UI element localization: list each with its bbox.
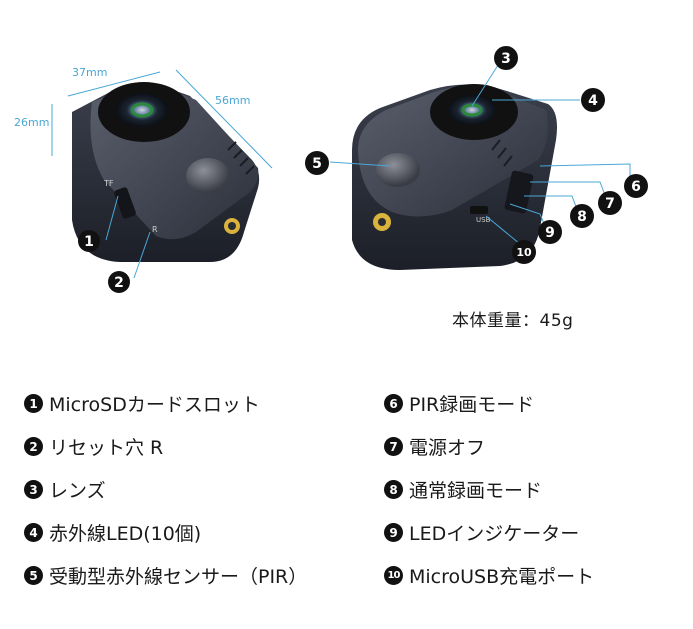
legend-item: 1 MicroSDカードスロット (24, 382, 307, 425)
callout-2 (108, 271, 130, 293)
pir-sensor (186, 158, 230, 194)
svg-text:5: 5 (312, 156, 322, 172)
legend-item: 3 レンズ (24, 468, 307, 511)
legend-item: 8 通常録画モード (384, 468, 594, 511)
lens (116, 93, 168, 127)
callout-3 (494, 46, 518, 70)
usb-port (470, 206, 488, 214)
callout-5 (305, 151, 329, 175)
callout-10 (512, 240, 536, 264)
legend-right: 6 PIR録画モード 7 電源オフ 8 通常録画モード 9 LEDインジケーター… (384, 382, 594, 597)
camera-front-view: 37mm 56mm 26mm TF R 1 2 (14, 66, 273, 293)
number-badge: 8 (384, 480, 403, 499)
svg-text:8: 8 (577, 209, 587, 225)
lens-ring (130, 102, 154, 118)
number-badge: 3 (24, 480, 43, 499)
legend-item: 10 MicroUSB充電ポート (384, 554, 594, 597)
tf-slot (114, 187, 136, 219)
legend-left: 1 MicroSDカードスロット 2 リセット穴 R 3 レンズ 4 赤外線LE… (24, 382, 307, 597)
legend-item: 4 赤外線LED(10個) (24, 511, 307, 554)
r-label: R (152, 225, 158, 234)
usb-label: USB (476, 216, 491, 224)
number-badge: 2 (24, 437, 43, 456)
callout-8 (570, 204, 594, 228)
legend-label: 赤外線LED(10個) (49, 523, 202, 545)
legend-label: LEDインジケーター (409, 523, 580, 545)
number-badge: 4 (24, 523, 43, 542)
svg-text:10: 10 (516, 246, 532, 259)
product-illustration: 37mm 56mm 26mm TF R 1 2 (14, 46, 648, 293)
number-badge: 10 (384, 566, 403, 585)
legend-item: 6 PIR録画モード (384, 382, 594, 425)
callout-6 (624, 174, 648, 198)
legend-item: 7 電源オフ (384, 425, 594, 468)
number-badge: 5 (24, 566, 43, 585)
tf-label: TF (103, 179, 114, 188)
legend-item: 9 LEDインジケーター (384, 511, 594, 554)
svg-text:3: 3 (501, 51, 511, 67)
number-badge: 7 (384, 437, 403, 456)
callout-9 (538, 220, 562, 244)
legend-label: MicroUSB充電ポート (409, 566, 595, 588)
lens-2 (448, 95, 496, 125)
number-badge: 9 (384, 523, 403, 542)
legend-item: 2 リセット穴 R (24, 425, 307, 468)
legend-item: 5 受動型赤外線センサー（PIR） (24, 554, 307, 597)
number-badge: 1 (24, 394, 43, 413)
mode-switch (504, 170, 534, 214)
callout-1 (78, 230, 100, 252)
legend-label: 受動型赤外線センサー（PIR） (49, 566, 308, 588)
height-dimension-label: 26mm (14, 116, 49, 129)
width-dimension-line (67, 71, 161, 97)
width-dimension-label: 37mm (72, 66, 107, 79)
number-badge: 6 (384, 394, 403, 413)
camera-side-view: USB 3 4 5 6 7 8 9 10 (305, 46, 648, 270)
legend-label: MicroSDカードスロット (49, 394, 260, 416)
svg-text:7: 7 (605, 196, 615, 212)
callout-4 (581, 88, 605, 112)
legend-label: リセット穴 R (49, 437, 164, 459)
pir-sensor-2 (376, 153, 420, 187)
legend-label: 電源オフ (409, 437, 486, 459)
svg-text:2: 2 (114, 275, 124, 291)
legend-label: PIR録画モード (409, 394, 535, 416)
callout-7 (598, 191, 622, 215)
legend-label: 通常録画モード (409, 480, 543, 502)
svg-text:9: 9 (545, 225, 555, 241)
svg-text:6: 6 (631, 179, 641, 195)
legend-label: レンズ (49, 480, 106, 502)
depth-dimension-line (175, 69, 273, 169)
svg-text:1: 1 (84, 234, 94, 250)
vents (227, 141, 255, 175)
weight-label: 本体重量：45g (452, 311, 574, 331)
depth-dimension-label: 56mm (215, 94, 250, 107)
svg-text:4: 4 (588, 93, 598, 109)
